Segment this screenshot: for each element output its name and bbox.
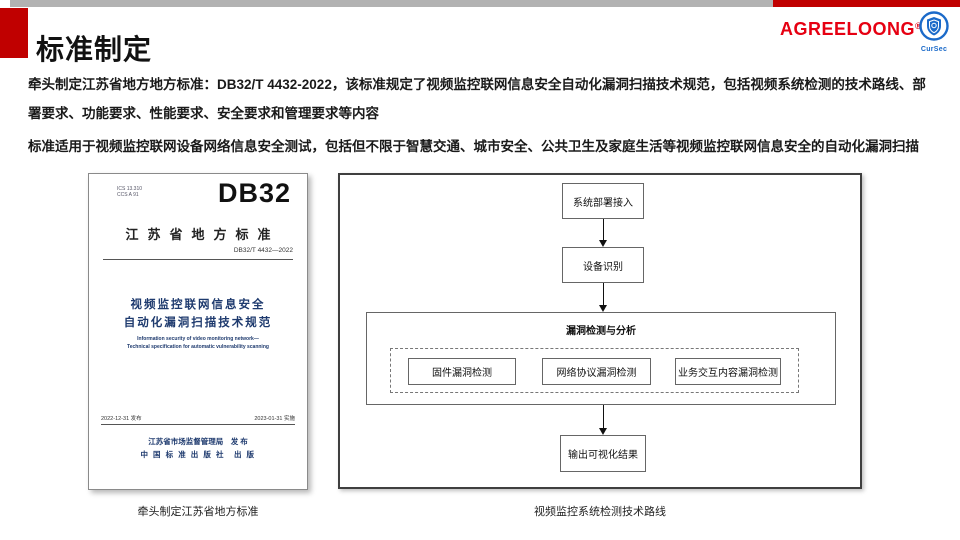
cover-publisher: 中 国 标 准 出 版 社 出 版 [140, 450, 256, 459]
brand-logo-text: AGREELOONG® [780, 19, 922, 40]
cover-title-cn-1: 视频监控联网信息安全 [130, 299, 266, 311]
arrow-head-icon [599, 305, 607, 312]
cover-subtitle-en-1: Information security of video monitoring… [137, 336, 259, 342]
cover-standard-number: DB32/T 4432—2022 [233, 247, 293, 254]
top-bar-red-segment [773, 0, 960, 7]
cover-ics-code: ICS 13.310 CCS A 91 [117, 186, 142, 198]
intro-paragraph-1: 牵头制定江苏省地方地方标准：DB32/T 4432-2022，该标准规定了视频监… [28, 77, 926, 121]
page-title: 标准制定 [36, 34, 153, 65]
arrow-shaft [602, 219, 604, 240]
flowchart-panel: 系统部署接入 设备识别 漏洞检测与分析 固件漏洞检测 网络协议漏洞检测 业务交互… [338, 173, 862, 489]
node-output-result: 输出可视化结果 [560, 435, 646, 472]
arrow-head-icon [599, 240, 607, 247]
brand-logo-label: AGREELOONG [780, 19, 916, 39]
cover-divider [103, 259, 293, 260]
node-protocol-detect: 网络协议漏洞检测 [542, 358, 651, 385]
top-bar-gray [10, 0, 773, 7]
intro-text: 牵头制定江苏省地方地方标准：DB32/T 4432-2022，该标准规定了视频监… [28, 70, 934, 165]
cover-implement-date: 2023-01-31 实施 [254, 416, 295, 422]
dashed-subgroup: 固件漏洞检测 网络协议漏洞检测 业务交互内容漏洞检测 [390, 348, 799, 393]
analysis-group-label: 漏洞检测与分析 [566, 326, 636, 337]
standard-cover-figure: ICS 13.310 CCS A 91 DB32 江苏省地方标准 DB32/T … [88, 173, 308, 490]
cover-title-cn-2: 自动化漏洞扫描技术规范 [123, 317, 273, 329]
arrow-head-icon [599, 428, 607, 435]
analysis-group-box: 漏洞检测与分析 固件漏洞检测 网络协议漏洞检测 业务交互内容漏洞检测 [366, 312, 836, 405]
intro-paragraph-2: 标准适用于视频监控联网设备网络信息安全测试，包括但不限于智慧交通、城市安全、公共… [28, 139, 919, 154]
cursec-label: CurSec [920, 46, 948, 53]
cursec-logo: CurSec [914, 10, 954, 53]
cover-subtitle-en-2: Technical specification for automatic vu… [127, 344, 269, 350]
shield-icon [918, 11, 950, 46]
arrow-shaft [602, 283, 604, 305]
node-business-detect: 业务交互内容漏洞检测 [675, 358, 781, 385]
registered-mark: ® [915, 21, 923, 31]
title-accent-block [0, 8, 28, 58]
cover-caption: 牵头制定江苏省地方标准 [137, 506, 259, 518]
flowchart-caption: 视频监控系统检测技术路线 [534, 506, 666, 518]
arrow-shaft [602, 405, 604, 428]
cover-db32-code: DB32 [217, 178, 291, 208]
cover-ics-line2: CCS A 91 [117, 192, 139, 198]
cover-ics-line1: ICS 13.310 [117, 186, 143, 192]
node-device-identify: 设备识别 [562, 247, 644, 283]
cover-issue-date: 2022-12-31 发布 [101, 416, 142, 422]
cover-standard-type: 江苏省地方标准 [125, 227, 280, 242]
node-system-deploy: 系统部署接入 [562, 183, 644, 219]
node-firmware-detect: 固件漏洞检测 [408, 358, 516, 385]
cover-issuer: 江苏省市场监督管理局 发 布 [148, 437, 248, 446]
cover-dates-row: 2022-12-31 发布 2023-01-31 实施 [101, 414, 295, 425]
